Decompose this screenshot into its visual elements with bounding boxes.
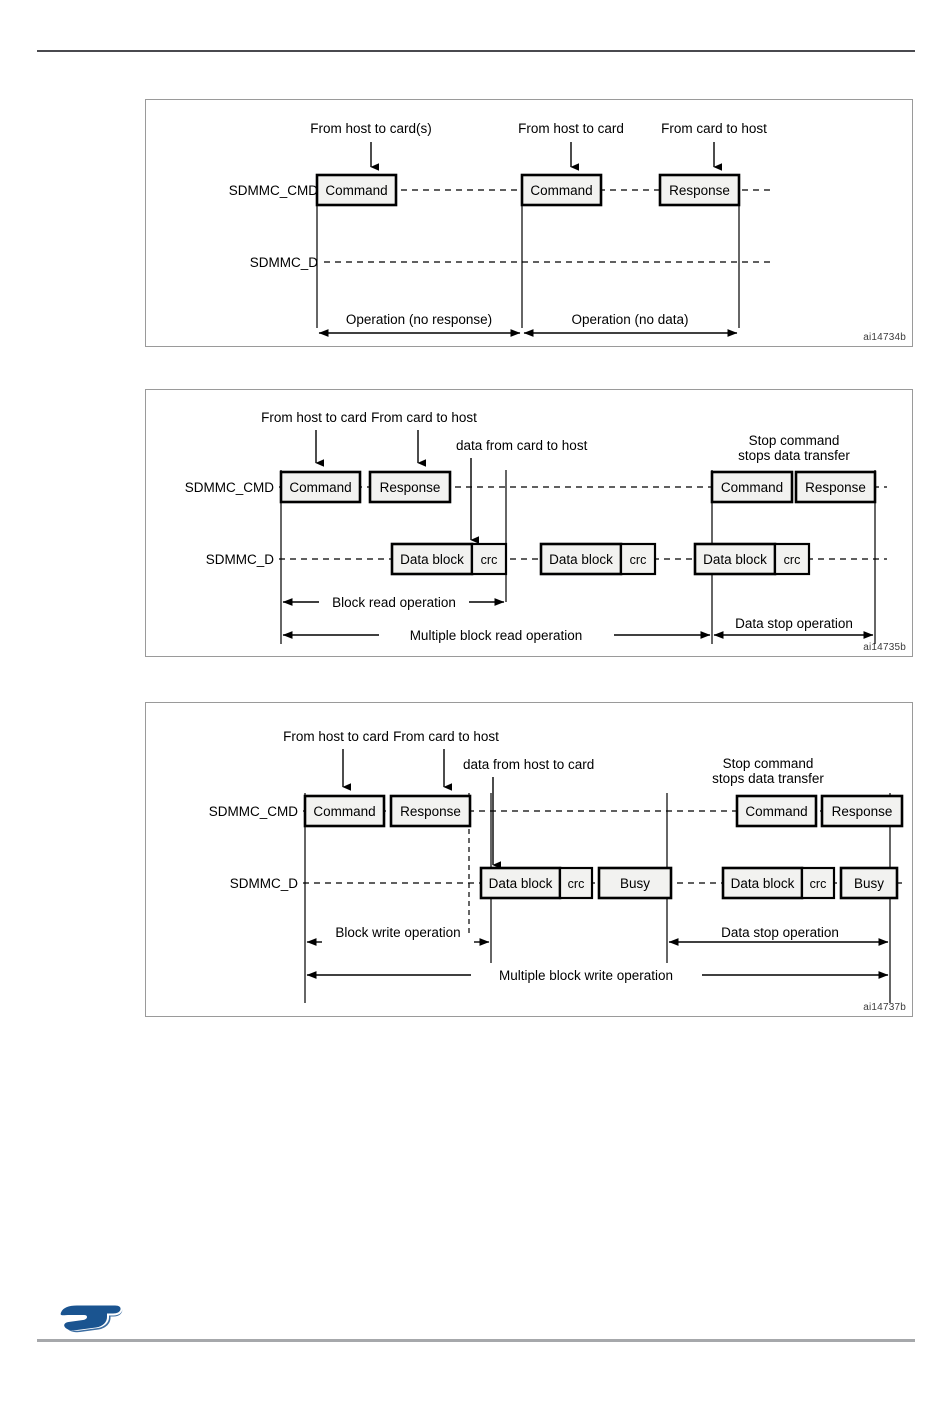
cmd-block-4 (820, 794, 904, 828)
signal-label-cmd: SDMMC_CMD (209, 804, 298, 819)
data-block-2 (721, 866, 804, 900)
annotation-from-host-to-cards: From host to card(s) (310, 121, 432, 136)
measure-label-multiple-block-write: Multiple block write operation (499, 968, 673, 983)
data-block-2-crc (800, 866, 836, 900)
annotation-data-from-host-to-card: data from host to card (463, 757, 594, 772)
figure-id-ai14737b: ai14737b (863, 1002, 906, 1013)
measure-label-multiple-block-read: Multiple block read operation (410, 628, 583, 643)
measure-label-block-write: Block write operation (335, 925, 460, 940)
header-divider (37, 50, 915, 52)
annotation-from-card-to-host: From card to host (371, 410, 477, 425)
figure-id-ai14734b: ai14734b (863, 332, 906, 343)
cmd-block-4-label: Response (805, 480, 866, 495)
cmd-block-1 (315, 173, 398, 207)
data-block-2-crc (619, 542, 657, 576)
figure-multiple-block-write: SDMMC_CMD SDMMC_D From host to card From… (145, 702, 913, 1017)
measure-label-operation-no-response: Operation (no response) (346, 312, 492, 327)
signal-label-data: SDMMC_D (250, 255, 319, 270)
cmd-block-4 (794, 470, 877, 504)
cmd-block-3 (735, 794, 818, 828)
data-block-1 (390, 542, 474, 576)
cmd-block-2 (389, 794, 472, 828)
st-logo (60, 1305, 123, 1333)
data-block-1-label: Data block (400, 552, 464, 567)
cmd-block-1-label: Command (289, 480, 351, 495)
cmd-block-3-label: Command (721, 480, 783, 495)
annotation-stop-command-line2: stops data transfer (712, 771, 824, 786)
busy-block-1-label: Busy (620, 876, 650, 891)
figure-id-ai14735b: ai14735b (863, 642, 906, 653)
measure-label-data-stop: Data stop operation (721, 925, 839, 940)
measure-label-operation-no-data: Operation (no data) (571, 312, 688, 327)
data-block-3-crc-label: crc (784, 553, 801, 567)
data-block-3-crc (773, 542, 811, 576)
busy-block-1 (597, 866, 673, 900)
busy-block-2 (839, 866, 899, 900)
data-block-1-crc-label: crc (568, 877, 585, 891)
data-block-3-label: Data block (703, 552, 767, 567)
data-block-2-label: Data block (731, 876, 795, 891)
cmd-block-2-label: Command (530, 183, 592, 198)
annotation-stop-command-line2: stops data transfer (738, 448, 850, 463)
data-block-2-crc-label: crc (810, 877, 827, 891)
annotation-from-card-to-host: From card to host (661, 121, 767, 136)
data-block-2-crc-label: crc (630, 553, 647, 567)
cmd-block-3 (658, 173, 741, 207)
signal-label-data: SDMMC_D (230, 876, 299, 891)
measure-label-data-stop: Data stop operation (735, 616, 853, 631)
annotation-from-host-to-card: From host to card (283, 729, 389, 744)
annotation-from-host-to-card: From host to card (518, 121, 624, 136)
cmd-block-3 (710, 470, 794, 504)
signal-label-cmd: SDMMC_CMD (229, 183, 318, 198)
measure-label-block-read: Block read operation (332, 595, 456, 610)
cmd-block-1-label: Command (325, 183, 387, 198)
data-block-1 (479, 866, 562, 900)
annotation-data-from-card-to-host: data from card to host (456, 438, 588, 453)
busy-block-2-label: Busy (854, 876, 884, 891)
cmd-block-1 (303, 794, 386, 828)
data-block-1-label: Data block (489, 876, 553, 891)
data-block-1-crc (558, 866, 594, 900)
data-block-2-label: Data block (549, 552, 613, 567)
cmd-block-3-label: Response (669, 183, 730, 198)
cmd-block-1-label: Command (313, 804, 375, 819)
cmd-block-2-label: Response (400, 804, 461, 819)
figure-multiple-block-read: SDMMC_CMD SDMMC_D From host to card From… (145, 389, 913, 657)
cmd-block-2 (368, 470, 452, 504)
data-block-1-crc-label: crc (481, 553, 498, 567)
annotation-stop-command-line1: Stop command (749, 433, 840, 448)
cmd-block-2-label: Response (380, 480, 441, 495)
cmd-block-1 (279, 470, 362, 504)
footer-divider (37, 1339, 915, 1342)
figure-command-no-response-no-data: SDMMC_CMD SDMMC_D From host to card(s) F… (145, 99, 913, 347)
cmd-block-4-label: Response (832, 804, 893, 819)
annotation-from-host-to-card: From host to card (261, 410, 367, 425)
signal-label-data: SDMMC_D (206, 552, 275, 567)
signal-label-cmd: SDMMC_CMD (185, 480, 274, 495)
cmd-block-3-label: Command (745, 804, 807, 819)
annotation-stop-command-line1: Stop command (723, 756, 814, 771)
cmd-block-2 (520, 173, 603, 207)
annotation-from-card-to-host: From card to host (393, 729, 499, 744)
data-block-1-crc (470, 542, 508, 576)
